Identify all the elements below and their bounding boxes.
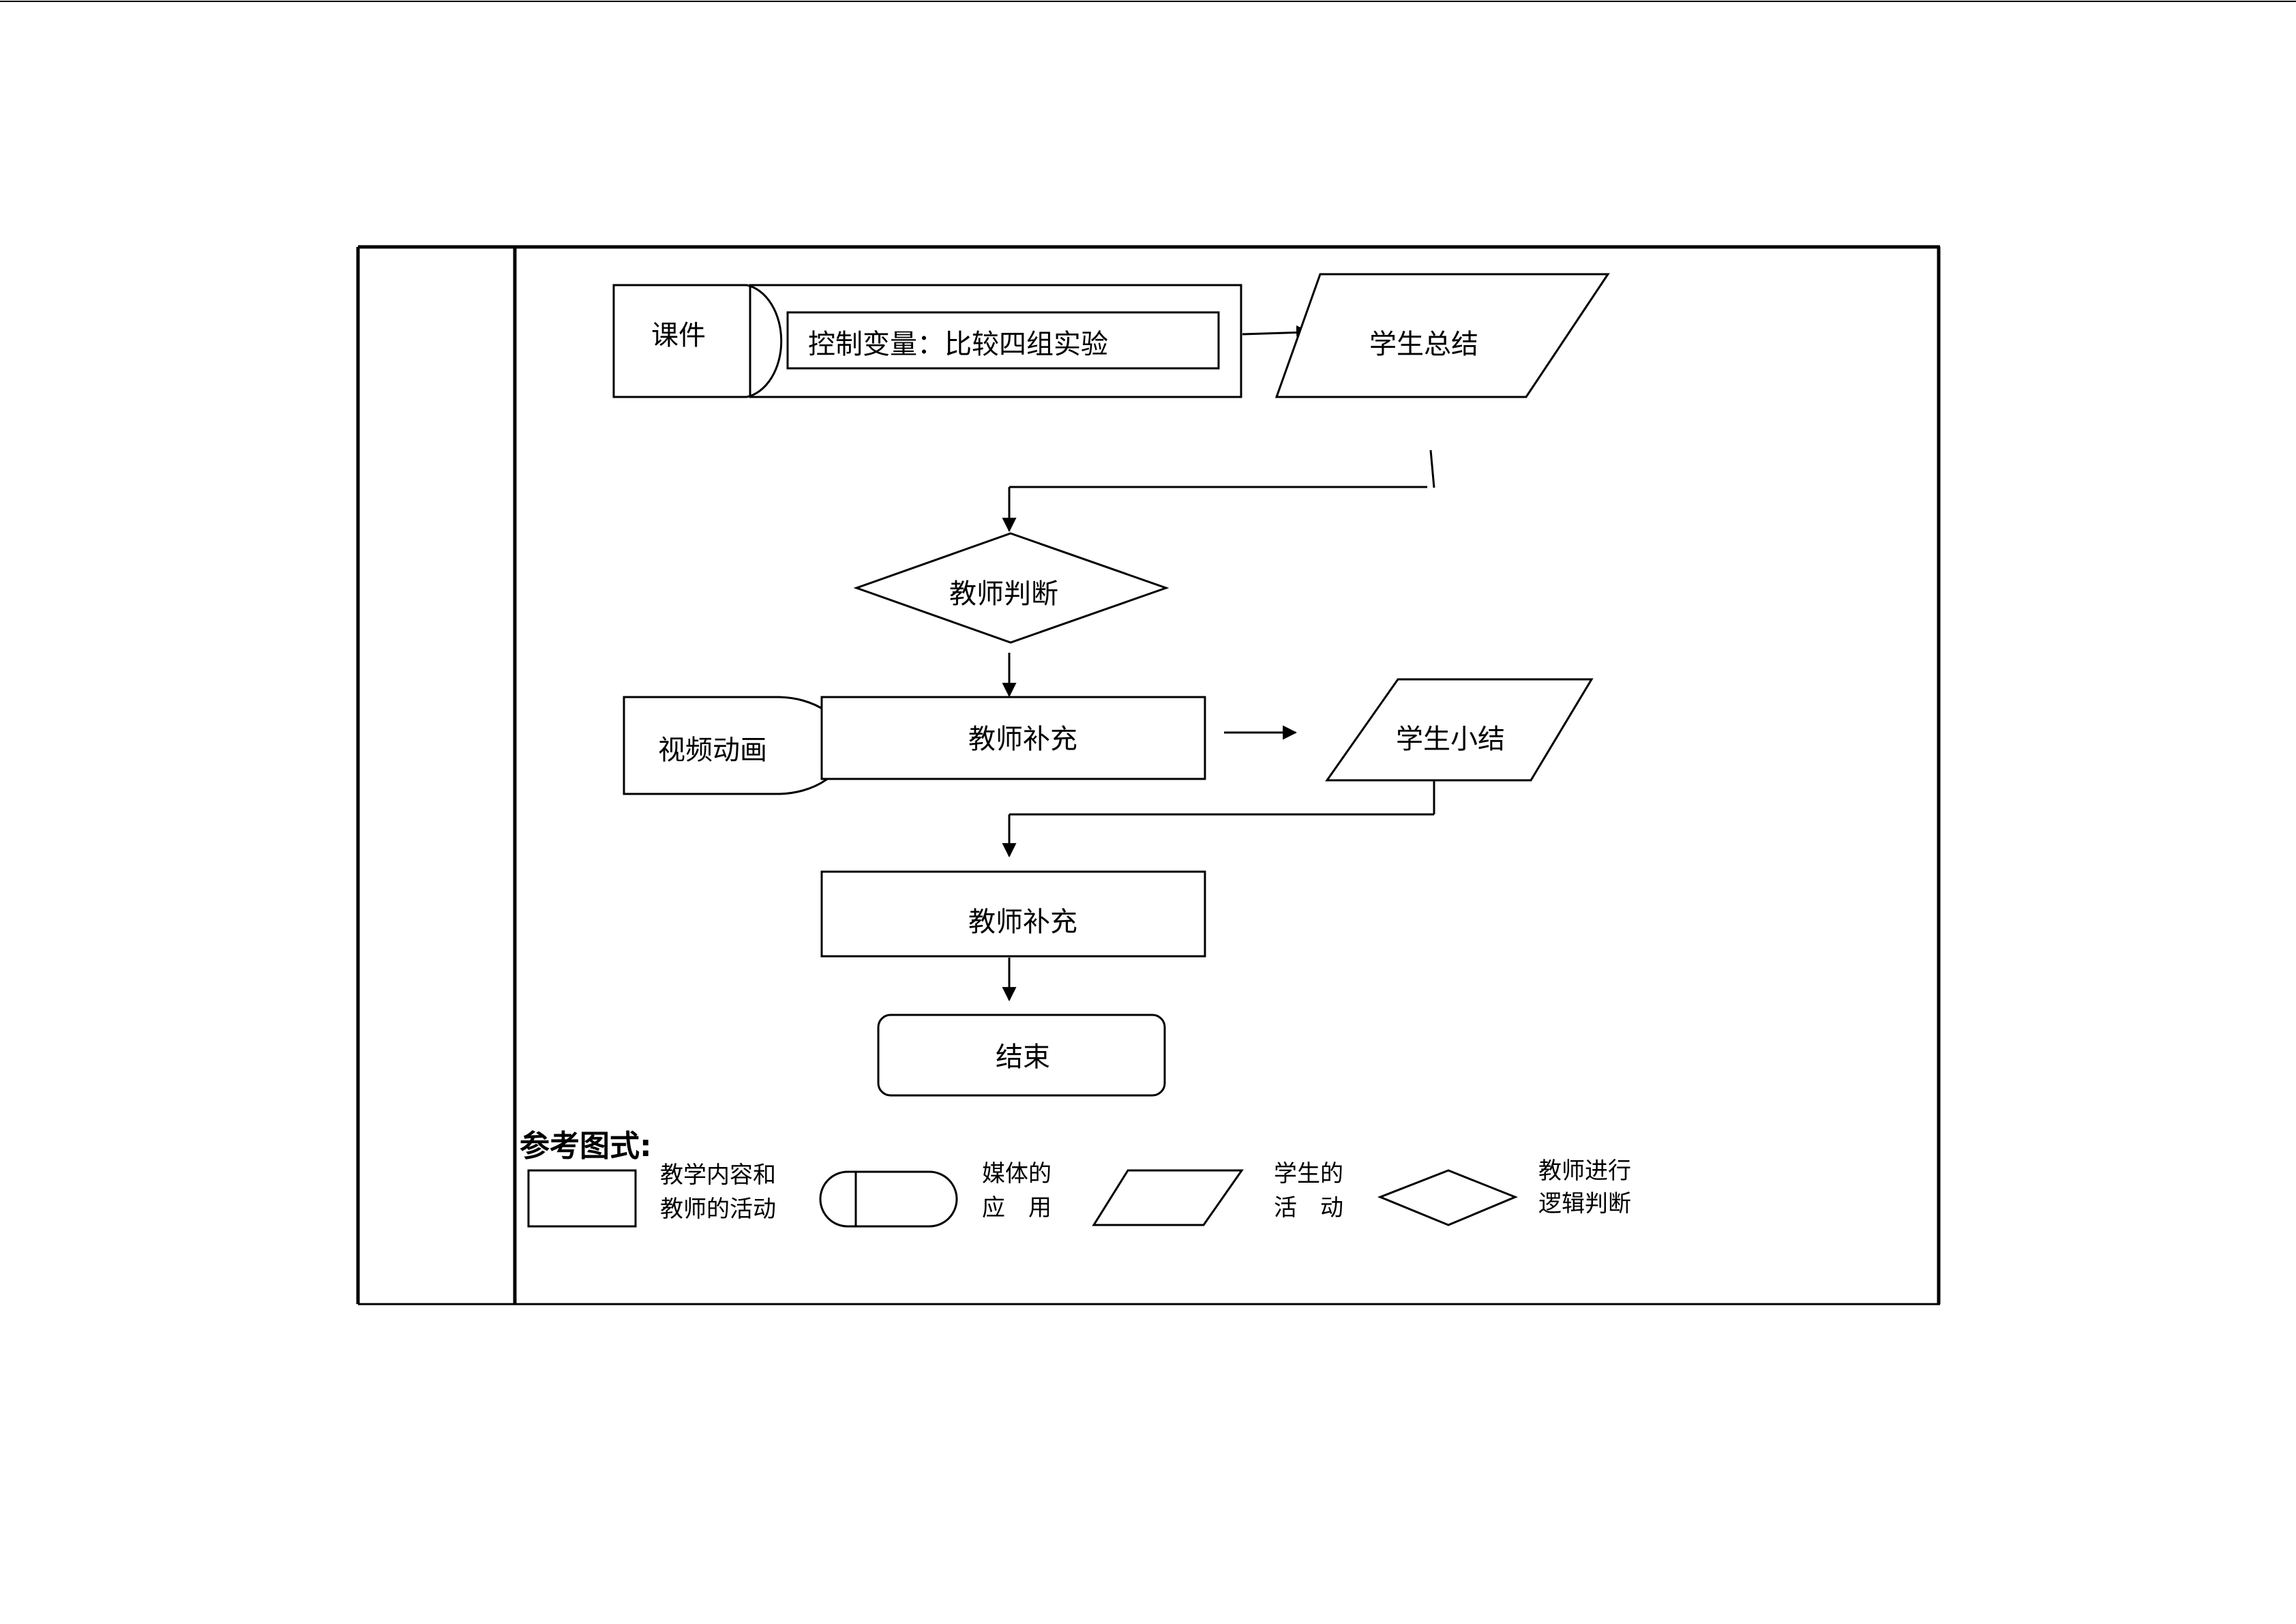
arrow-to-student-summary — [1242, 325, 1311, 340]
student-brief-summary-node: 学生小结 — [1325, 678, 1594, 782]
teacher-judgment-label: 教师判断 — [949, 578, 1058, 610]
legend-media-line2: 应 用 — [982, 1194, 1052, 1222]
legend-student-line2: 活 动 — [1274, 1194, 1343, 1222]
media-video-node: 视频动画 — [623, 696, 848, 795]
legend-content-line1: 教学内容和 — [660, 1162, 776, 1189]
legend-media-line1: 媒体的 — [982, 1160, 1052, 1187]
connector-brief-summary-to-supplement — [1002, 780, 1435, 858]
student-summary-node: 学生总结 — [1274, 273, 1610, 398]
legend-parallelogram-shape — [1092, 1169, 1244, 1226]
end-node: 结束 — [877, 1014, 1166, 1097]
teacher-judgment-node: 教师判断 — [853, 532, 1169, 644]
media-video-label: 视频动画 — [658, 735, 767, 766]
student-brief-summary-label: 学生小结 — [1396, 724, 1505, 755]
legend-logic-line1: 教师进行 — [1538, 1157, 1631, 1185]
legend-media-shape — [819, 1170, 958, 1228]
end-label: 结束 — [996, 1042, 1050, 1073]
control-variable-label: 控制变量：比较四组实验 — [808, 329, 1108, 360]
legend-diamond-shape — [1377, 1169, 1518, 1226]
teacher-supplement-node-2: 教师补充 — [820, 870, 1206, 958]
connector-summary-to-judgment — [1002, 449, 1435, 533]
student-summary-label: 学生总结 — [1369, 329, 1478, 360]
teacher-supplement-node-1: 教师补充 — [820, 696, 1206, 780]
legend-logic-line2: 逻辑判断 — [1538, 1190, 1631, 1217]
legend-rect-shape — [527, 1169, 637, 1228]
legend-title: 参考图式: — [520, 1129, 652, 1164]
teacher-supplement-label-2: 教师补充 — [968, 906, 1077, 938]
media-courseware-label: 课件 — [651, 320, 706, 351]
legend-student-line1: 学生的 — [1274, 1160, 1343, 1187]
teacher-supplement-label-1: 教师补充 — [968, 724, 1077, 755]
table-frame — [356, 245, 1941, 1305]
media-courseware-node: 课件 — [612, 284, 783, 398]
control-variable-node: 控制变量：比较四组实验 — [749, 284, 1242, 398]
legend: 参考图式: 教学内容和 教师的活动 媒体的 应 用 学生的 活 动 教师进行 逻… — [520, 1129, 1631, 1228]
legend-content-line2: 教师的活动 — [660, 1196, 776, 1223]
